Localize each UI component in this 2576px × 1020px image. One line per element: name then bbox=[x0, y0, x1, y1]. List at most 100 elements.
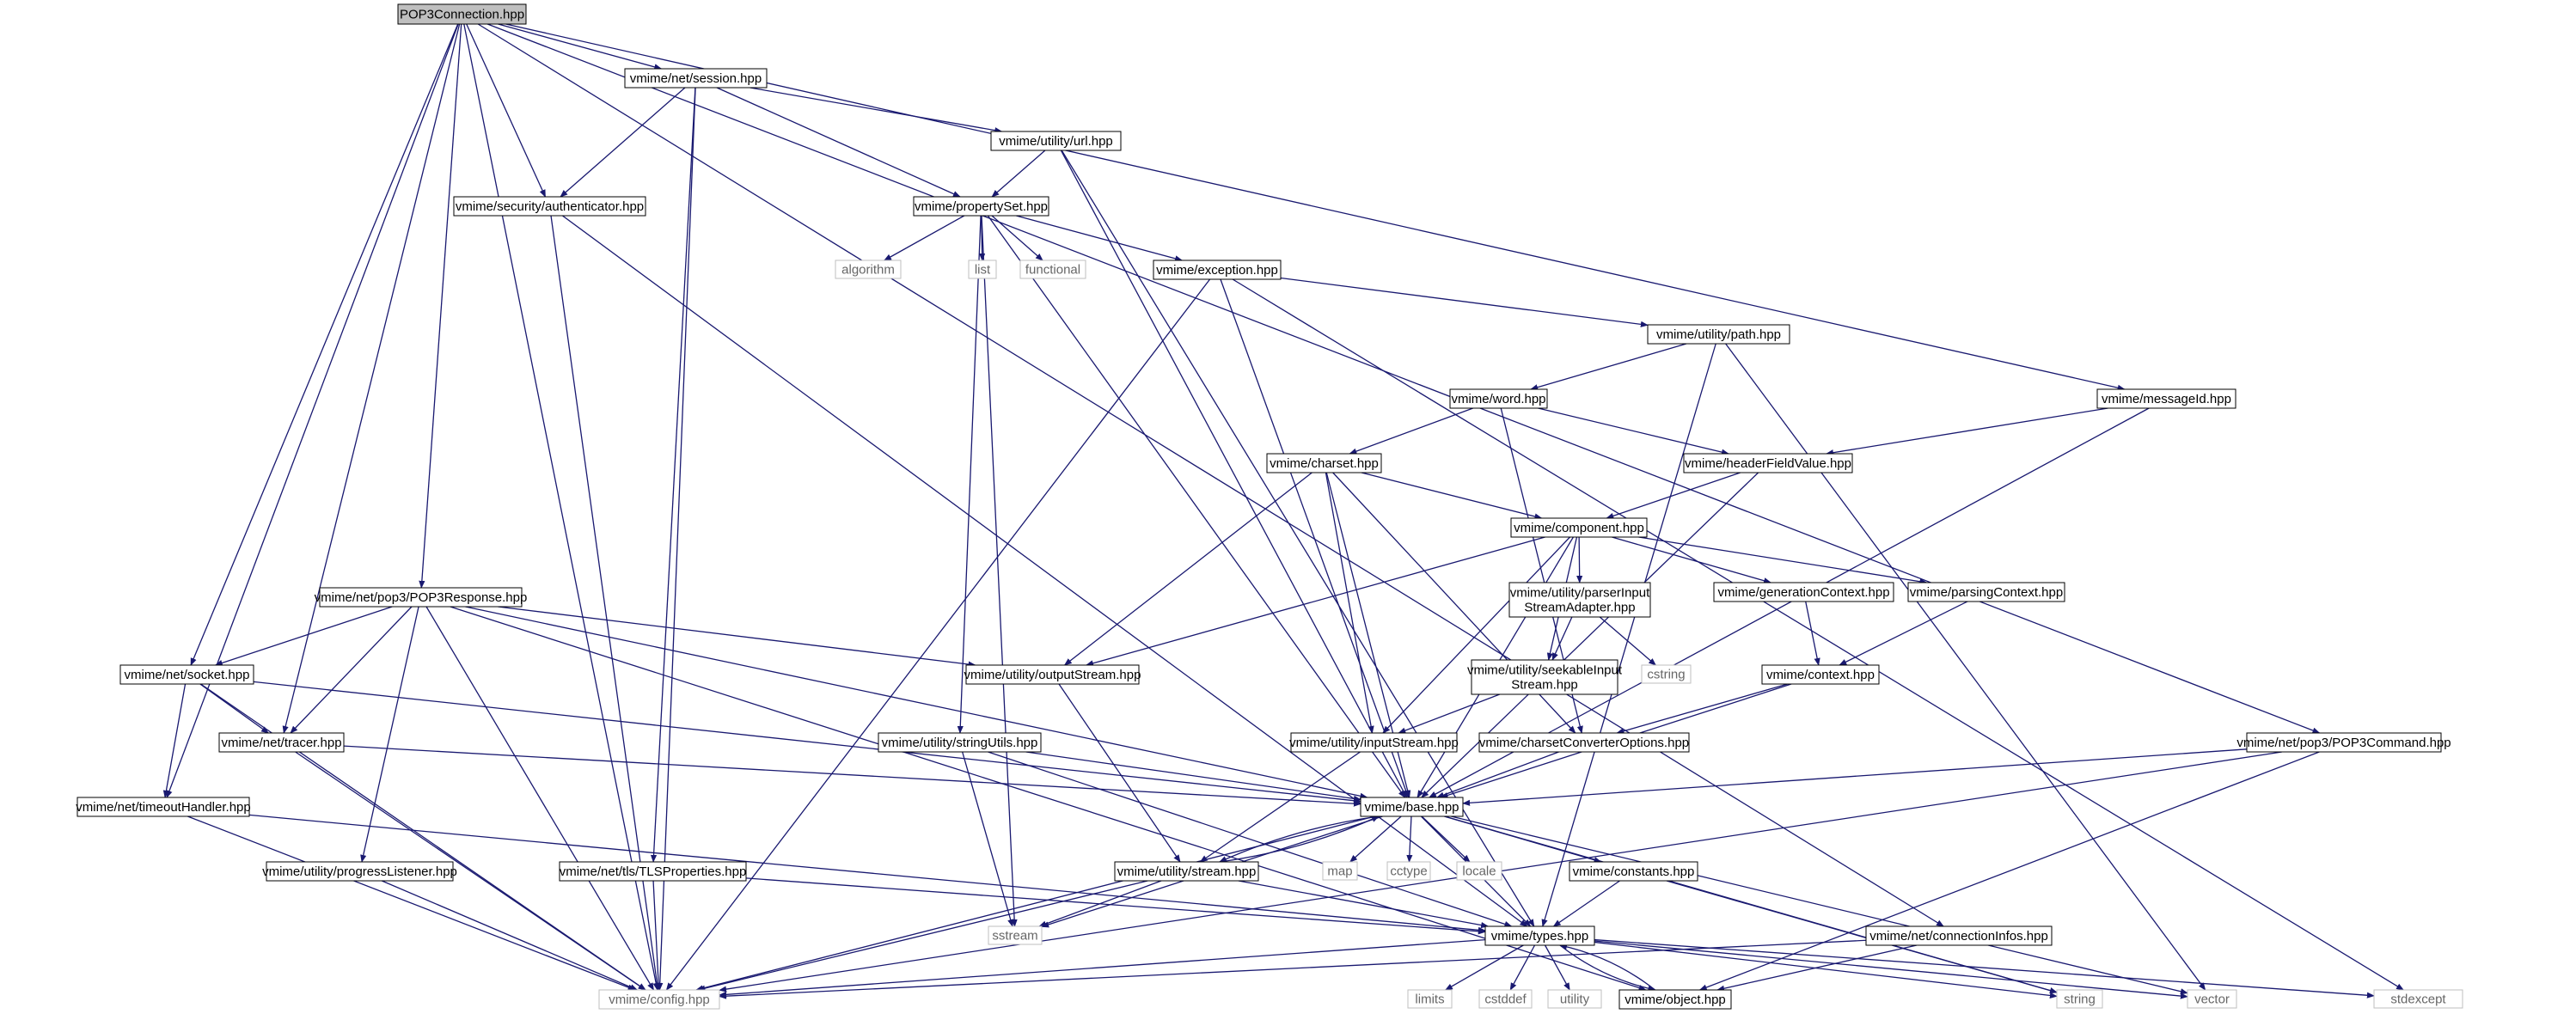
edge-root-to-connectionInfos bbox=[477, 23, 1944, 927]
system-header-node: list bbox=[968, 260, 997, 279]
header-node[interactable]: vmime/component.hpp bbox=[1510, 517, 1648, 538]
node-box bbox=[1407, 989, 1453, 1009]
header-node[interactable]: vmime/net/socket.hpp bbox=[119, 664, 254, 685]
edge-socket-to-tracer bbox=[199, 683, 269, 734]
header-node[interactable]: vmime/utility/parserInputStreamAdapter.h… bbox=[1508, 582, 1651, 618]
edge-messageId-to-headerFieldValue bbox=[1826, 407, 2108, 456]
edge-types-to-limits bbox=[1445, 944, 1524, 991]
edge-url-to-base bbox=[1060, 150, 1408, 798]
node-label: Stream.hpp bbox=[1511, 678, 1578, 693]
edge-socket-to-base bbox=[253, 681, 1361, 804]
edge-authenticator-to-config bbox=[550, 215, 660, 991]
header-node[interactable]: vmime/utility/progressListener.hpp bbox=[262, 861, 457, 882]
edge-url-to-propertySet bbox=[991, 150, 1046, 198]
edge-types-to-object bbox=[1559, 944, 1656, 992]
header-node[interactable]: vmime/utility/url.hpp bbox=[990, 131, 1122, 151]
node-label: StreamAdapter.hpp bbox=[1524, 601, 1635, 615]
header-node[interactable]: vmime/exception.hpp bbox=[1153, 260, 1282, 280]
edge-base-to-map bbox=[1349, 815, 1402, 863]
edge-root-to-config bbox=[463, 23, 659, 991]
header-node[interactable]: vmime/utility/stringUtils.hpp bbox=[878, 732, 1042, 753]
header-node[interactable]: vmime/parsingContext.hpp bbox=[1907, 582, 2065, 602]
node-box bbox=[1386, 861, 1431, 881]
node-label: vmime/utility/path.hpp bbox=[1656, 327, 1781, 342]
header-node[interactable]: vmime/security/authenticator.hpp bbox=[453, 196, 646, 217]
edge-POP3Response-to-base bbox=[465, 606, 1368, 799]
header-node[interactable]: vmime/utility/path.hpp bbox=[1647, 324, 1790, 345]
edge-parserInput-to-cstring bbox=[1599, 616, 1656, 666]
edge-propertySet-to-functional bbox=[991, 215, 1043, 261]
header-node[interactable]: vmime/word.hpp bbox=[1449, 388, 1548, 409]
system-header-node: vmime/config.hpp bbox=[598, 989, 720, 1010]
edge-POP3Response-to-config bbox=[425, 606, 655, 991]
header-node[interactable]: vmime/net/session.hpp bbox=[624, 68, 768, 89]
system-header-node: vector bbox=[2187, 989, 2237, 1009]
header-node[interactable]: vmime/utility/outputStream.hpp bbox=[964, 664, 1141, 685]
edge-POP3Response-to-tracer bbox=[290, 606, 413, 734]
header-node[interactable]: vmime/net/timeoutHandler.hpp bbox=[76, 797, 251, 817]
system-header-node: cstddef bbox=[1478, 989, 1533, 1009]
node-box bbox=[965, 664, 1140, 685]
node-box bbox=[1618, 989, 1732, 1010]
edge-path-to-vector bbox=[1725, 343, 2206, 991]
header-node[interactable]: vmime/charset.hpp bbox=[1266, 453, 1382, 473]
node-box bbox=[2187, 989, 2237, 1009]
edge-propertySet-to-stringUtils bbox=[957, 215, 982, 734]
header-node[interactable]: vmime/generationContext.hpp bbox=[1713, 582, 1894, 602]
system-header-node: stdexcept bbox=[2373, 989, 2463, 1009]
header-node[interactable]: vmime/context.hpp bbox=[1761, 664, 1880, 685]
header-node[interactable]: vmime/utility/inputStream.hpp bbox=[1289, 732, 1459, 753]
system-header-node: locale bbox=[1456, 861, 1502, 881]
node-label: algorithm bbox=[841, 263, 895, 278]
edge-session-to-TLSProperties bbox=[650, 87, 696, 863]
edge-session-to-config bbox=[657, 87, 696, 991]
header-node[interactable]: vmime/net/tls/TLSProperties.hpp bbox=[559, 861, 747, 882]
header-node[interactable]: vmime/net/connectionInfos.hpp bbox=[1865, 925, 2053, 946]
node-label: vmime/net/socket.hpp bbox=[125, 668, 250, 682]
edge-parserInput-to-seekableInput bbox=[1551, 616, 1573, 661]
node-box bbox=[624, 68, 768, 89]
edge-tracer-to-base bbox=[343, 745, 1361, 807]
node-label: map bbox=[1327, 864, 1352, 879]
node-box bbox=[1683, 453, 1853, 473]
node-label: vmime/component.hpp bbox=[1514, 521, 1644, 535]
edge-propertySet-to-exception bbox=[1016, 215, 1184, 262]
header-node[interactable]: vmime/net/tracer.hpp bbox=[218, 732, 345, 753]
header-node[interactable]: vmime/base.hpp bbox=[1360, 797, 1464, 817]
header-node[interactable]: vmime/constants.hpp bbox=[1569, 861, 1698, 882]
header-node[interactable]: vmime/object.hpp bbox=[1618, 989, 1732, 1010]
node-label: vmime/utility/outputStream.hpp bbox=[964, 668, 1141, 682]
edge-progressListener-to-config bbox=[381, 880, 639, 991]
edge-component-to-parsingContext bbox=[1638, 536, 1928, 585]
node-box bbox=[2373, 989, 2463, 1009]
header-node[interactable]: vmime/utility/stream.hpp bbox=[1114, 861, 1259, 882]
edge-connectionInfos-to-config bbox=[719, 939, 1867, 999]
edge-exception-to-path bbox=[1280, 277, 1649, 327]
header-node[interactable]: vmime/net/pop3/POP3Command.hpp bbox=[2236, 732, 2451, 753]
edge-root-to-POP3Response bbox=[419, 23, 462, 589]
node-box bbox=[1449, 388, 1548, 409]
node-box bbox=[968, 260, 997, 279]
header-node[interactable]: vmime/propertySet.hpp bbox=[913, 196, 1049, 217]
header-node[interactable]: vmime/messageId.hpp bbox=[2096, 388, 2236, 409]
node-box bbox=[1907, 582, 2065, 602]
header-node[interactable]: vmime/headerFieldValue.hpp bbox=[1683, 453, 1853, 473]
node-box bbox=[1647, 324, 1790, 345]
node-box bbox=[2246, 732, 2442, 753]
system-header-node: map bbox=[1322, 861, 1358, 881]
edge-session-to-url bbox=[750, 87, 1003, 134]
header-node[interactable]: vmime/types.hpp bbox=[1484, 925, 1595, 946]
edge-inputStream-to-stream bbox=[1199, 751, 1361, 863]
node-box bbox=[1478, 989, 1533, 1009]
node-label: functional bbox=[1025, 263, 1080, 278]
edge-stringUtils-to-base bbox=[1025, 751, 1361, 802]
edge-context-to-charsetConverterOptions bbox=[1616, 683, 1788, 735]
edge-base-to-locale bbox=[1421, 815, 1471, 863]
edge-root-to-POP3Command bbox=[486, 23, 2321, 734]
header-node[interactable]: vmime/net/pop3/POP3Response.hpp bbox=[315, 587, 528, 608]
edge-POP3Response-to-socket bbox=[214, 606, 393, 666]
root-node[interactable]: POP3Connection.hpp bbox=[397, 3, 527, 25]
header-node[interactable]: vmime/charsetConverterOptions.hpp bbox=[1478, 732, 1690, 753]
